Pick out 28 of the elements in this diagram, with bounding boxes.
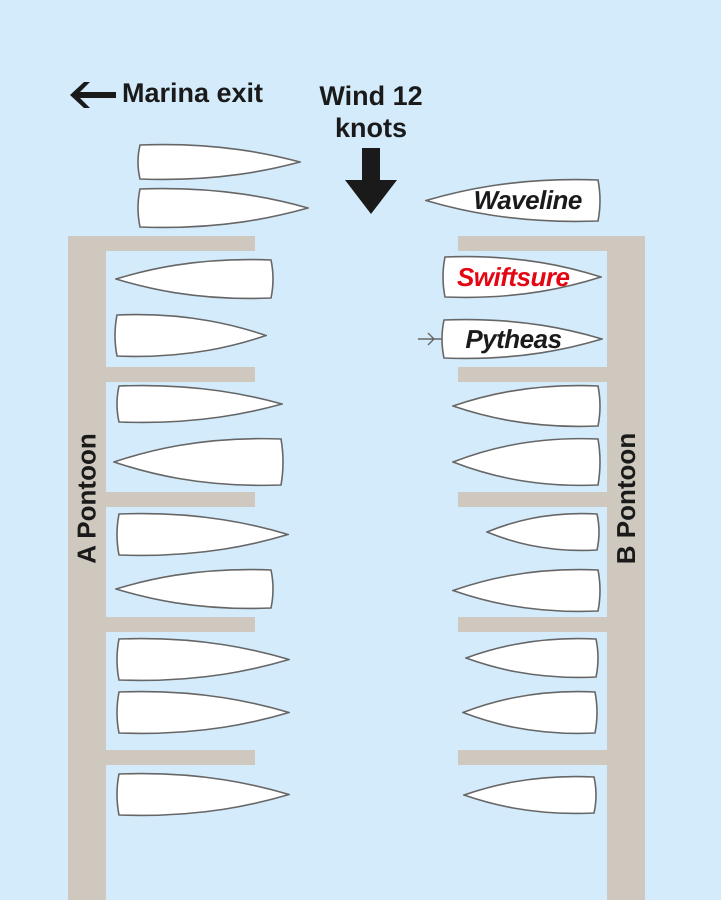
boat — [113, 437, 285, 487]
boat — [113, 313, 267, 358]
boat-name: Pytheas — [465, 324, 562, 354]
boat — [115, 772, 290, 817]
boat — [452, 568, 602, 613]
boat — [115, 512, 289, 557]
boat — [115, 384, 283, 424]
exit-label: Marina exit — [122, 78, 264, 109]
pontoon-label: A Pontoon — [72, 432, 103, 564]
boat — [115, 258, 275, 300]
boat — [115, 637, 290, 682]
boat — [115, 690, 290, 735]
boat — [425, 178, 602, 223]
boat — [441, 255, 602, 299]
boat — [115, 568, 275, 610]
boat — [136, 143, 301, 181]
boat — [136, 187, 309, 229]
boat — [465, 637, 600, 679]
boat — [440, 318, 603, 360]
boat — [463, 775, 598, 815]
boat — [486, 512, 601, 552]
boat — [452, 437, 602, 487]
boat — [462, 690, 599, 735]
wind-label: Wind 12 knots — [318, 80, 424, 144]
boat-name: Waveline — [474, 185, 582, 216]
boat — [452, 384, 602, 428]
boat-name: Swiftsure — [456, 262, 570, 292]
pontoon-label: B Pontoon — [610, 432, 642, 564]
